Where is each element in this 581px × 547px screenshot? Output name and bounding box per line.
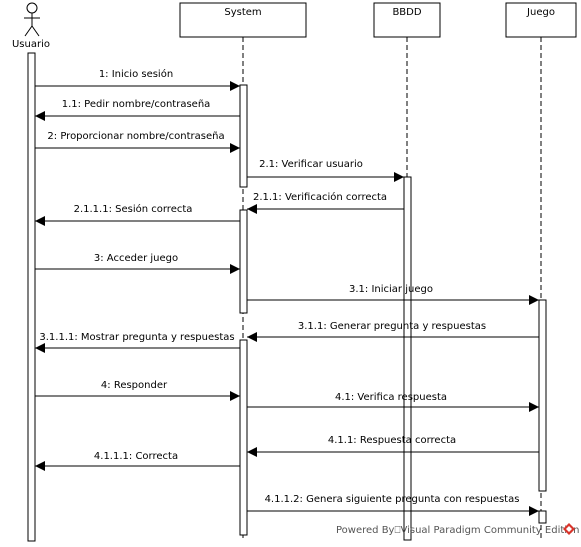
activation-bbdd (403, 176, 412, 541)
participant-name: BBDD (392, 7, 421, 18)
message-3: 3: Acceder juego (35, 253, 240, 274)
message-label: 3.1.1.1: Mostrar pregunta y respuestas (39, 332, 234, 343)
actor-usuario: Usuario (12, 2, 50, 50)
participant-bbdd: BBDD (373, 2, 441, 38)
message-label: 3: Acceder juego (94, 253, 178, 264)
actor-name: Usuario (12, 39, 50, 50)
message-label: 1: Inicio sesión (99, 68, 173, 80)
message-label: 4.1.1.2: Genera siguiente pregunta con r… (265, 494, 520, 505)
message-label: 1.1: Pedir nombre/contraseña (62, 99, 211, 110)
message-3-1-1-1: 3.1.1.1: Mostrar pregunta y respuestas (35, 332, 240, 353)
message-4-1-1: 4.1.1: Respuesta correcta (247, 435, 539, 457)
activation-system-2 (239, 209, 248, 314)
message-label: 2.1.1.1: Sesión correcta (74, 203, 193, 215)
activation-juego-1 (538, 299, 547, 492)
activation-usuario (27, 52, 36, 542)
activation-system-1 (239, 84, 248, 188)
participant-system: System (179, 2, 307, 38)
message-label: 3.1: Iniciar juego (349, 284, 433, 295)
message-label: 2.1: Verificar usuario (259, 159, 363, 170)
message-3-1-1: 3.1.1: Generar pregunta y respuestas (247, 321, 539, 342)
message-label: 4.1.1.1: Correcta (94, 451, 178, 462)
actor-stick-figure-icon (24, 2, 40, 37)
activation-system-3 (239, 339, 248, 536)
watermark: Powered By⎕Visual Paradigm Community Edi… (336, 523, 580, 536)
message-1-1: 1.1: Pedir nombre/contraseña (35, 99, 240, 121)
message-2-1: 2.1: Verificar usuario (247, 159, 404, 182)
participant-name: Juego (526, 7, 555, 18)
message-2: 2: Proporcionar nombre/contraseña (35, 131, 240, 153)
message-label: 3.1.1: Generar pregunta y respuestas (298, 321, 486, 332)
message-label: 2: Proporcionar nombre/contraseña (47, 131, 224, 142)
message-3-1: 3.1: Iniciar juego (247, 284, 539, 305)
message-1: 1: Inicio sesión (35, 68, 240, 91)
visual-paradigm-logo-icon (563, 523, 575, 535)
message-label: 4: Responder (101, 380, 168, 391)
message-4: 4: Responder (35, 380, 240, 401)
message-4-1-1-2: 4.1.1.2: Genera siguiente pregunta con r… (247, 494, 539, 516)
participant-name: System (224, 7, 261, 18)
message-label: 2.1.1: Verificación correcta (253, 191, 387, 203)
message-4-1-1-1: 4.1.1.1: Correcta (35, 451, 240, 471)
message-2-1-1-1: 2.1.1.1: Sesión correcta (35, 203, 240, 226)
message-label: 4.1.1: Respuesta correcta (328, 435, 456, 446)
message-2-1-1: 2.1.1: Verificación correcta (247, 191, 404, 214)
participant-juego: Juego (505, 2, 577, 38)
message-4-1: 4.1: Verifica respuesta (247, 392, 539, 412)
message-label: 4.1: Verifica respuesta (335, 392, 447, 403)
watermark-text: Powered By⎕Visual Paradigm Community Edi… (336, 525, 580, 536)
activation-juego-2 (538, 510, 547, 524)
